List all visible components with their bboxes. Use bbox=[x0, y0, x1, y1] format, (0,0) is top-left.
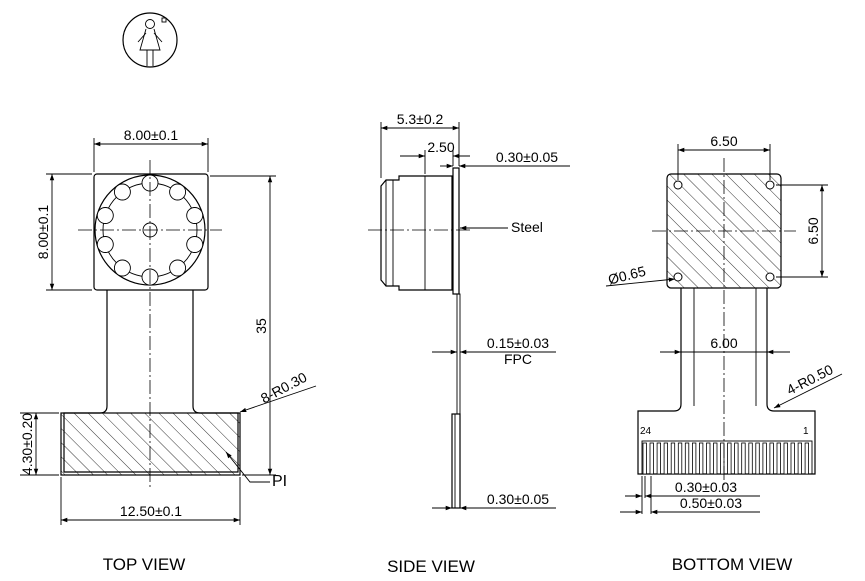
top-stiffener-height-label: 4.30±0.20 bbox=[19, 413, 35, 475]
pin-24-label: 24 bbox=[640, 426, 652, 437]
lens-scallop bbox=[186, 236, 204, 253]
top-module-body bbox=[93, 173, 209, 291]
connector-pin bbox=[692, 442, 697, 475]
lens-scallop bbox=[113, 183, 131, 201]
lens-scallop bbox=[96, 236, 114, 253]
mount-hole-icon bbox=[765, 180, 775, 190]
side-view-title: SIDE VIEW bbox=[387, 557, 475, 576]
top-height-label: 8.00±0.1 bbox=[35, 205, 51, 260]
top-stiffener bbox=[60, 412, 241, 476]
top-stiffener-width-label: 12.50±0.1 bbox=[120, 503, 182, 519]
bottom-view-title: BOTTOM VIEW bbox=[672, 555, 793, 574]
connector-pin bbox=[656, 442, 661, 475]
top-radius-label: 8-R0.30 bbox=[258, 369, 310, 407]
connector-pin bbox=[727, 442, 732, 475]
side-fpc-thickness-label: 0.15±0.03 bbox=[487, 335, 549, 351]
connector-pin bbox=[783, 442, 788, 475]
side-tail-label: 0.30±0.05 bbox=[487, 491, 549, 507]
lens-scallop bbox=[96, 207, 114, 224]
connector-pin bbox=[699, 442, 704, 475]
connector-pin bbox=[713, 442, 718, 475]
pi-label: PI bbox=[272, 473, 287, 490]
connector-pin bbox=[684, 442, 690, 475]
connector-pin bbox=[642, 442, 647, 475]
connector-pin bbox=[762, 442, 767, 475]
fpc-label: FPC bbox=[504, 351, 532, 367]
bottom-pin-width-label: 0.30±0.03 bbox=[675, 479, 737, 495]
top-view-title: TOP VIEW bbox=[103, 555, 186, 574]
connector-pin bbox=[649, 442, 654, 475]
bottom-hole-spacing-y-label: 6.50 bbox=[805, 217, 821, 244]
connector-pins bbox=[642, 442, 809, 475]
connector-pin bbox=[769, 442, 774, 475]
bottom-radius-label: 4-R0.50 bbox=[784, 361, 836, 398]
connector-pin bbox=[670, 442, 676, 475]
connector-pin bbox=[790, 442, 795, 475]
connector-pin bbox=[734, 442, 739, 475]
connector-pin bbox=[804, 442, 809, 475]
lens-scallops bbox=[96, 174, 204, 286]
side-lens-label: 2.50 bbox=[427, 139, 454, 155]
bottom-flex-width-label: 6.00 bbox=[710, 335, 737, 351]
bottom-hole-spacing-x-label: 6.50 bbox=[710, 133, 737, 149]
steel-label: Steel bbox=[511, 219, 543, 235]
side-steel-plate bbox=[452, 167, 460, 295]
connector-pin bbox=[748, 442, 753, 475]
connector-pin bbox=[720, 442, 725, 475]
connector-pin bbox=[741, 442, 746, 475]
top-view: 8.00±0.1 8.00±0.1 35 8-R0.30 PI 4.30±0.2… bbox=[19, 127, 317, 574]
top-length-label: 35 bbox=[253, 318, 269, 334]
connector-pin bbox=[706, 442, 711, 475]
lens-scallop bbox=[186, 207, 204, 224]
lens-scallop bbox=[169, 183, 187, 201]
lens-scallop bbox=[113, 259, 131, 277]
connector-pin bbox=[663, 442, 668, 475]
side-plate-label: 0.30±0.05 bbox=[496, 149, 558, 165]
side-tail bbox=[451, 413, 461, 509]
bottom-connector bbox=[641, 440, 813, 475]
connector-pin bbox=[797, 442, 802, 475]
mount-hole-icon bbox=[673, 180, 683, 190]
lens-scallop bbox=[169, 259, 187, 277]
orientation-person-icon bbox=[122, 12, 178, 68]
connector-pin bbox=[677, 442, 683, 475]
bottom-pin-pitch-label: 0.50±0.03 bbox=[680, 495, 742, 511]
top-width-label: 8.00±0.1 bbox=[124, 127, 179, 143]
connector-pin bbox=[755, 442, 760, 475]
mount-hole-icon bbox=[765, 272, 775, 282]
side-view: 5.3±0.2 2.50 0.30±0.05 Steel 0.15±0.03 F… bbox=[368, 111, 570, 576]
connector-pin bbox=[776, 442, 781, 475]
side-total-label: 5.3±0.2 bbox=[397, 111, 444, 127]
pin-1-label: 1 bbox=[803, 426, 809, 437]
mount-hole-icon bbox=[673, 272, 683, 282]
bottom-view: 24 1 6.50 6.50 Ø0.65 6.00 4-R0.50 0.30±0… bbox=[605, 133, 843, 574]
side-lens-barrel bbox=[380, 175, 453, 291]
side-flex bbox=[456, 293, 461, 415]
